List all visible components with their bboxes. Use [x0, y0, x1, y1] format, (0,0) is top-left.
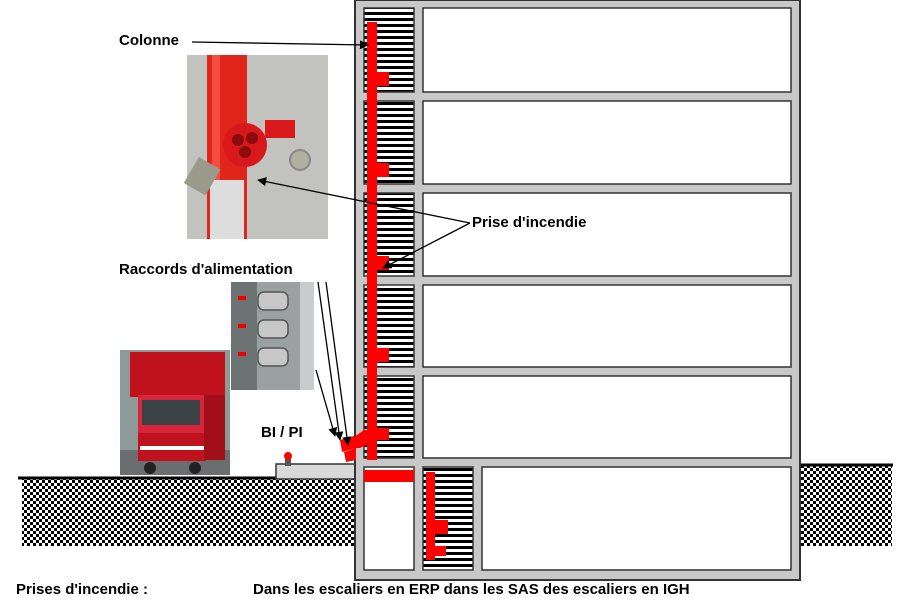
riser-ground-header — [364, 470, 414, 482]
riser-pipe-lower — [426, 472, 435, 560]
outlet-floor-1 — [377, 428, 389, 440]
hydrant-icon — [284, 452, 292, 466]
riser-photo — [183, 55, 328, 239]
ground — [18, 452, 893, 546]
pointer-prise-photo — [257, 177, 471, 224]
pointer-colonne — [191, 40, 369, 50]
riser-column — [340, 22, 448, 560]
inlets-photo — [231, 282, 314, 390]
ground-right — [800, 466, 892, 546]
footer-right: Dans les escaliers en ERP dans les SAS d… — [253, 581, 690, 598]
pointer-raccords-1 — [317, 281, 344, 441]
label-raccords: Raccords d'alimentation — [119, 261, 293, 278]
building — [354, 0, 801, 581]
outlet-floor-4 — [377, 163, 389, 177]
pointer-raccords-2 — [325, 281, 352, 446]
outlet-floor-5 — [377, 72, 389, 86]
pointer-raccords-3 — [315, 369, 338, 437]
inlet-connection-icon-2 — [344, 448, 356, 462]
pointer-lines — [191, 40, 471, 446]
outlet-floor-2 — [377, 348, 389, 362]
footer-left: Prises d'incendie : — [16, 581, 148, 598]
floor-5 — [363, 7, 792, 93]
floor-3 — [363, 192, 792, 277]
outlet-ground-2 — [435, 546, 446, 556]
label-prise-incendie: Prise d'incendie — [472, 214, 587, 231]
riser-feed-bend — [350, 430, 377, 448]
ground-left — [22, 478, 354, 546]
pointer-prise-floor — [382, 222, 471, 269]
floor-2 — [363, 284, 792, 368]
outlet-ground — [435, 520, 448, 534]
floor-1 — [363, 375, 792, 459]
sidewalk — [275, 463, 357, 480]
label-bipi: BI / PI — [261, 424, 303, 441]
label-colonne: Colonne — [119, 32, 179, 49]
floor-ground — [363, 466, 792, 571]
floor-4 — [363, 100, 792, 185]
truck-photo — [120, 350, 230, 475]
riser-pipe — [367, 22, 377, 460]
